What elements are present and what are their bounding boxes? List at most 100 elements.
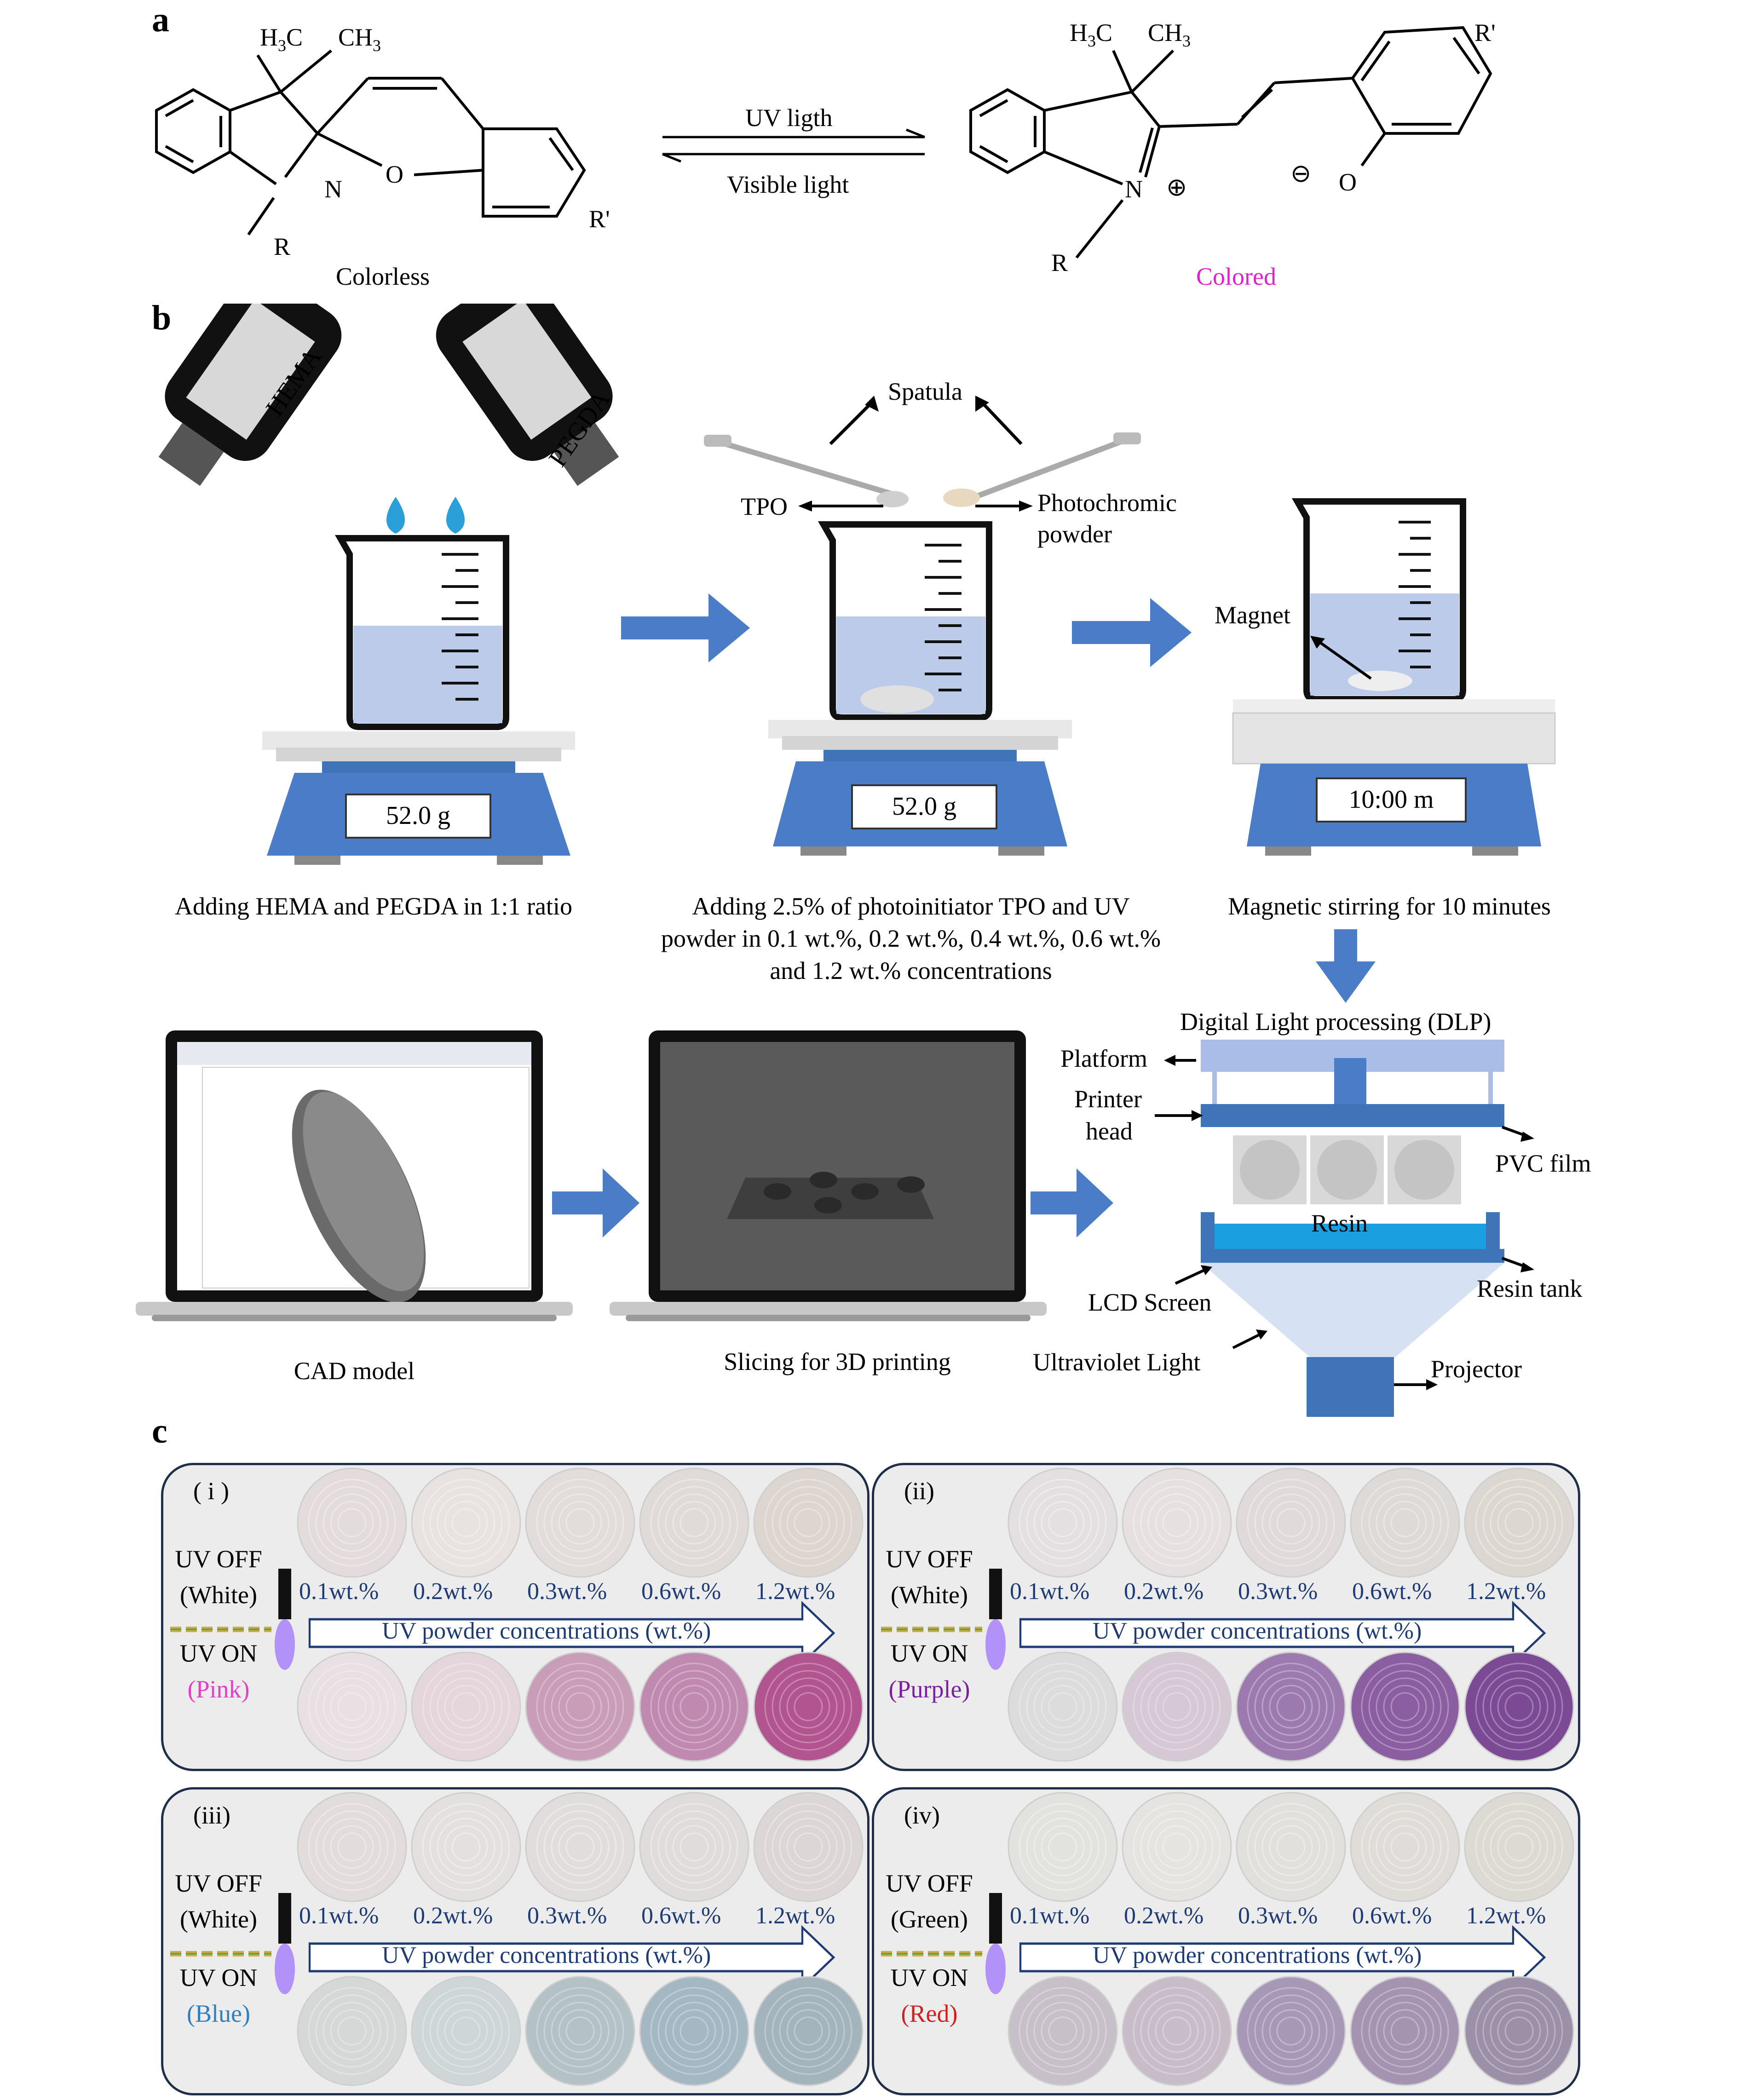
lens-disc-uv-off	[411, 1467, 521, 1578]
left-o-label: O	[386, 161, 403, 188]
step-2-caption-l2: powder in 0.1 wt.%, 0.2 wt.%, 0.4 wt.%, …	[661, 925, 1161, 952]
concentration-label: 0.6wt.%	[641, 1578, 721, 1605]
lens-disc-uv-off	[525, 1792, 635, 1902]
subpanel-id: (iv)	[904, 1801, 940, 1829]
subpanel-id: (ii)	[904, 1477, 934, 1505]
off-color-label: (White)	[180, 1581, 257, 1609]
lens-disc-uv-off	[525, 1467, 635, 1578]
lens-disc-uv-off	[1350, 1792, 1460, 1902]
hema-bottle	[158, 304, 342, 486]
resin-label: Resin	[1311, 1209, 1368, 1237]
flashlight-icon	[989, 1569, 1002, 1619]
step-3-caption: Magnetic stirring for 10 minutes	[1228, 892, 1551, 920]
left-ch3-label: CH3	[338, 23, 381, 55]
concentration-label: 0.3wt.%	[1238, 1578, 1318, 1605]
concentration-label: 1.2wt.%	[755, 1578, 835, 1605]
right-minus-label: ⊖	[1290, 160, 1312, 187]
step-2-caption-l1: Adding 2.5% of photoinitiator TPO and UV	[692, 892, 1130, 920]
uv-light-source-label: Ultraviolet Light	[1033, 1348, 1201, 1376]
lens-disc-uv-off	[1464, 1467, 1574, 1578]
off-color-label: (White)	[180, 1905, 257, 1933]
on-color-label: (Purple)	[888, 1675, 970, 1703]
flow-arrow-3	[552, 1168, 639, 1237]
concentration-label: 0.2wt.%	[413, 1578, 493, 1605]
off-color-label: (White)	[891, 1581, 968, 1609]
lens-disc-uv-on	[639, 1651, 749, 1762]
concentration-arrow-label: UV powder concentrations (wt.%)	[382, 1618, 711, 1644]
scale-2-display: 52.0 g	[851, 784, 997, 829]
right-plus-label: ⊕	[1166, 173, 1187, 201]
lens-disc-uv-on	[525, 1651, 635, 1762]
left-benzene-ring	[155, 88, 231, 174]
subpanel-graphics	[170, 1467, 864, 1762]
equilibrium-arrows	[662, 128, 925, 163]
left-indoline-ring	[229, 49, 332, 236]
lens-disc-uv-off	[1008, 1467, 1118, 1578]
tpo-label: TPO	[741, 493, 788, 520]
uv-glow	[985, 1619, 1006, 1670]
flashlight-icon	[989, 1893, 1002, 1944]
drops	[386, 497, 465, 534]
colorless-label: Colorless	[336, 263, 430, 290]
subpanel-id: ( i )	[193, 1477, 229, 1505]
magnet-label: Magnet	[1215, 601, 1290, 629]
uv-on-label: UV ON	[179, 1640, 258, 1667]
right-o-label: O	[1339, 168, 1357, 196]
concentration-arrow	[1019, 1925, 1546, 1990]
right-indolium-ring	[1043, 49, 1175, 259]
lens-disc-uv-off	[1350, 1467, 1460, 1578]
flow-arrow-2	[1072, 598, 1192, 667]
lens-disc-uv-on	[1350, 1976, 1460, 2086]
panel-b-diagram	[136, 304, 1556, 1417]
concentration-label: 1.2wt.%	[755, 1903, 835, 1929]
cad-caption: CAD model	[294, 1357, 415, 1385]
right-benzene-ring	[969, 88, 1046, 174]
lens-disc-uv-on	[411, 1976, 521, 2086]
subpanel-graphics	[170, 1792, 864, 2086]
dlp-printer	[1201, 1040, 1504, 1417]
on-color-label: (Blue)	[187, 2000, 250, 2027]
subpanel-graphics	[881, 1467, 1574, 1762]
left-h3c-label: H3C	[260, 23, 303, 55]
pvc-film-label: PVC film	[1495, 1150, 1591, 1177]
right-rprime-label: R'	[1474, 19, 1496, 46]
concentration-label: 0.1wt.%	[299, 1578, 379, 1605]
beaker-3	[1291, 498, 1466, 702]
uv-off-label: UV OFF	[175, 1545, 262, 1573]
beaker-1	[334, 535, 509, 730]
colored-label: Colored	[1196, 263, 1276, 290]
panel-b-letter: b	[152, 299, 172, 337]
pegda-bottle	[436, 304, 619, 486]
panel-c-letter: c	[152, 1412, 167, 1450]
step-2-caption-l3: and 1.2 wt.% concentrations	[770, 957, 1052, 984]
slicing-caption: Slicing for 3D printing	[724, 1348, 951, 1375]
uv-off-label: UV OFF	[886, 1545, 973, 1573]
subpanel-graphics	[881, 1792, 1574, 2086]
lens-disc-uv-off	[1464, 1792, 1574, 1902]
lens-disc-uv-on	[297, 1976, 407, 2086]
beaker-2	[818, 521, 992, 721]
printer-head-label-2: head	[1086, 1117, 1133, 1145]
flow-arrow-down	[1316, 929, 1376, 1003]
concentration-arrow	[308, 1600, 835, 1666]
lens-disc-uv-off	[297, 1792, 407, 1902]
lens-disc-uv-on	[1122, 1651, 1232, 1762]
lens-disc-uv-off	[1236, 1792, 1346, 1902]
laptop-slicing	[610, 1030, 1047, 1321]
concentration-label: 0.3wt.%	[527, 1903, 607, 1929]
lens-disc-uv-off	[297, 1467, 407, 1578]
concentration-arrow-label: UV powder concentrations (wt.%)	[1093, 1942, 1422, 1968]
step-1-caption: Adding HEMA and PEGDA in 1:1 ratio	[175, 892, 572, 920]
flow-arrow-4	[1031, 1168, 1113, 1237]
left-pyran-ring	[316, 77, 586, 218]
lens-disc-uv-on	[1236, 1976, 1346, 2086]
concentration-label: 0.1wt.%	[299, 1903, 379, 1929]
uv-on-label: UV ON	[179, 1964, 258, 1991]
lens-disc-uv-on	[639, 1976, 749, 2086]
platform-label: Platform	[1060, 1045, 1147, 1072]
printer-head-label-1: Printer	[1074, 1085, 1142, 1113]
lens-disc-uv-on	[1350, 1651, 1460, 1762]
concentration-arrow-label: UV powder concentrations (wt.%)	[382, 1942, 711, 1968]
lens-disc-uv-off	[753, 1792, 864, 1902]
uv-on-label: UV ON	[890, 1640, 968, 1667]
